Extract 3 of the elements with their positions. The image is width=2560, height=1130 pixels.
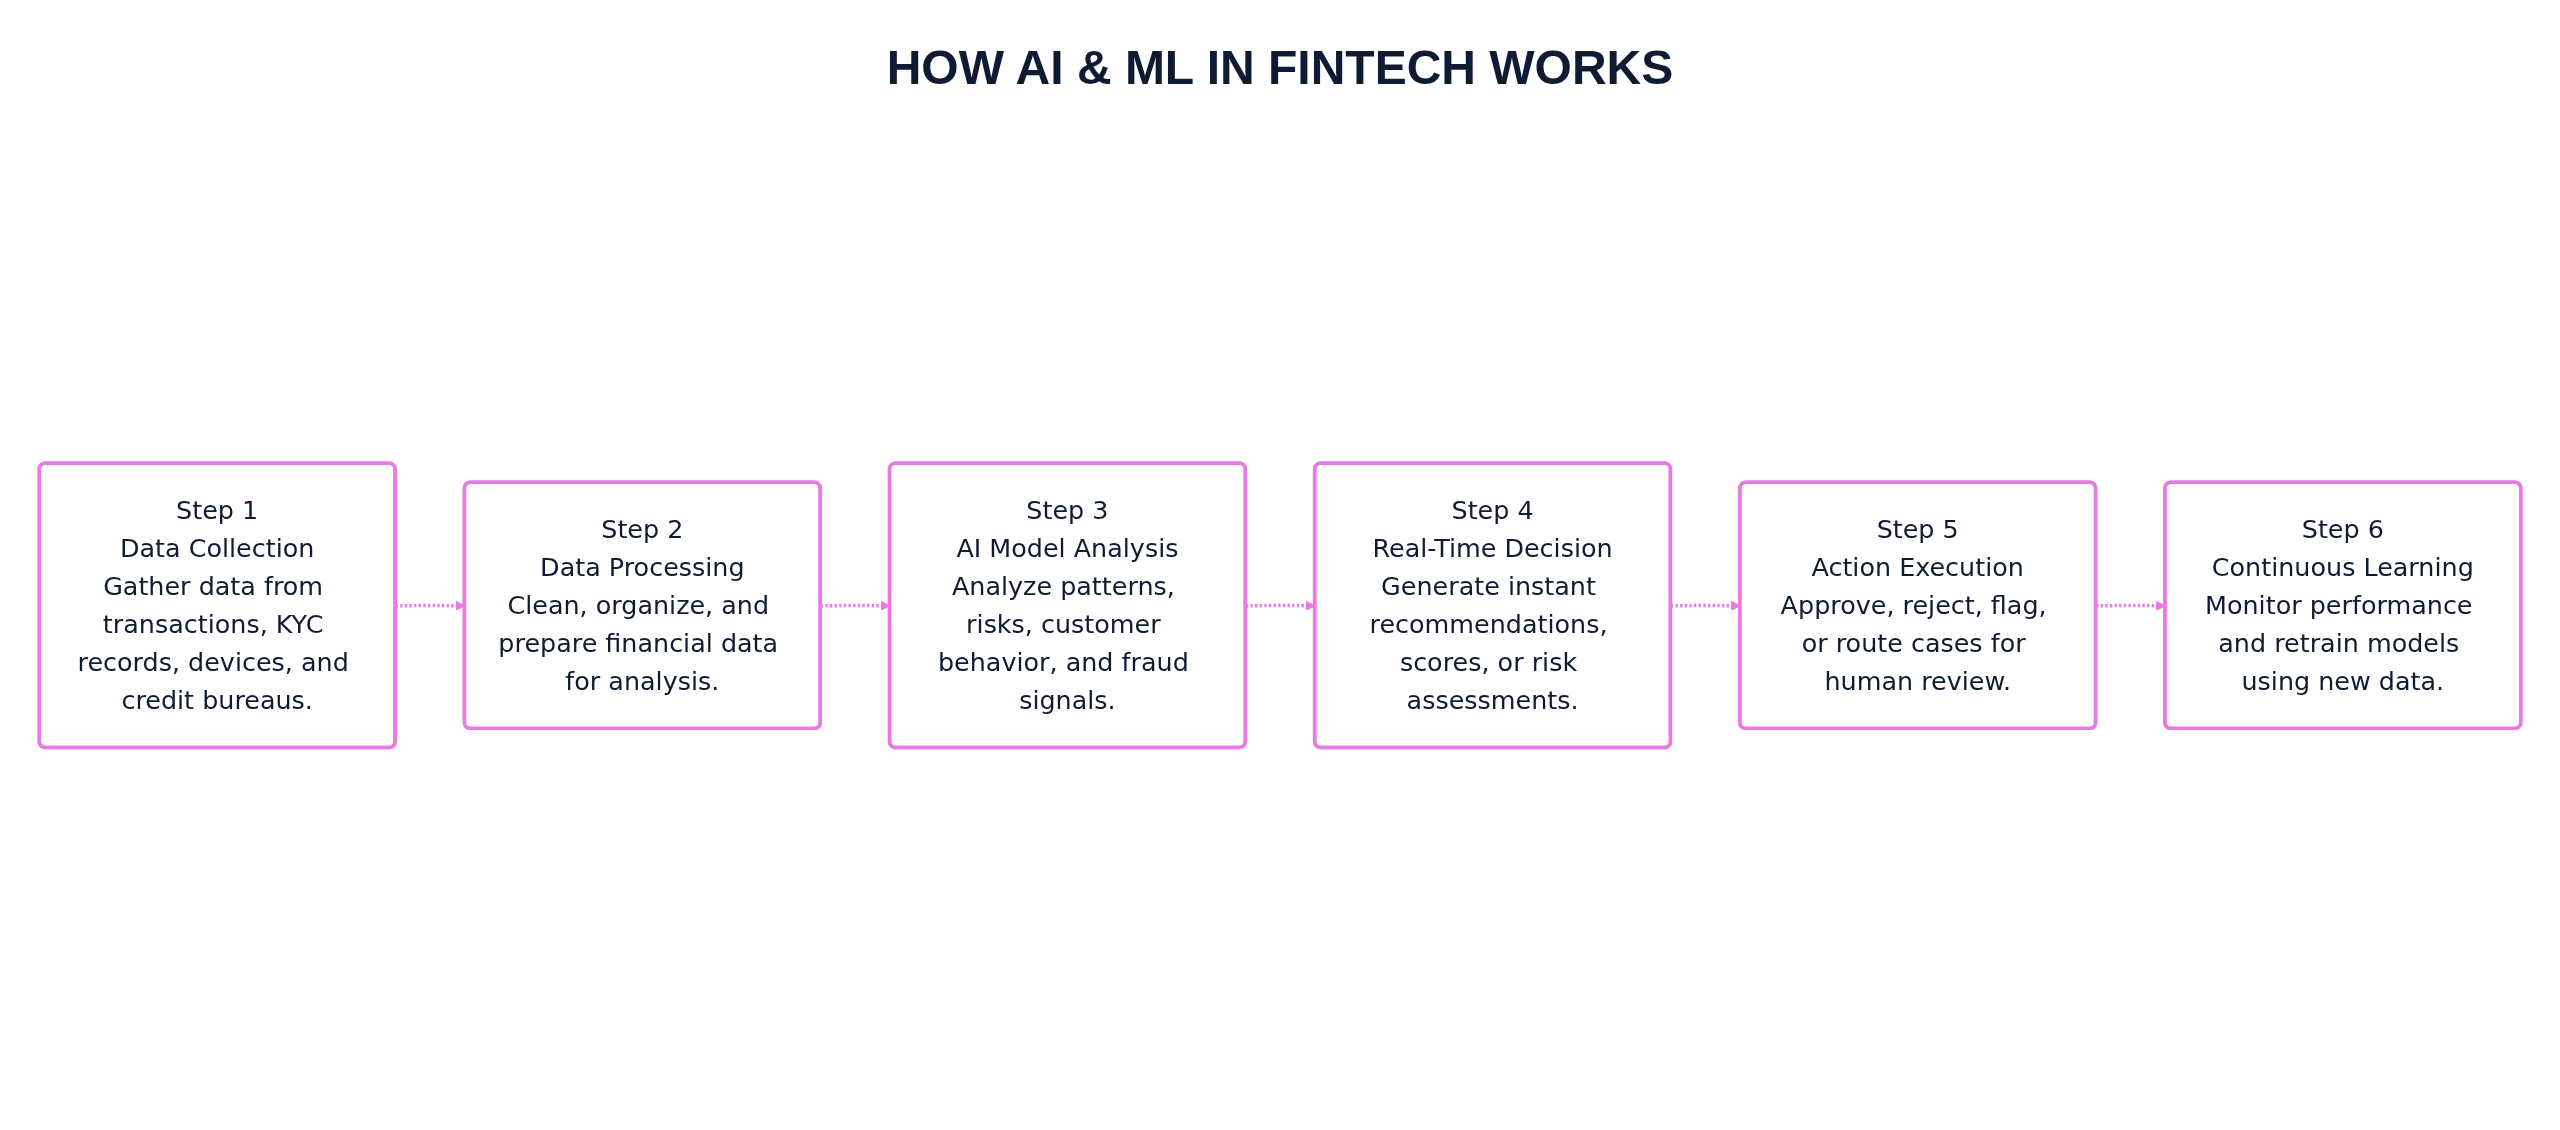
arrow (395, 600, 466, 611)
arrow (820, 600, 891, 611)
diagram-title: HOW AI & ML IN FINTECH WORKS (885, 40, 1675, 95)
